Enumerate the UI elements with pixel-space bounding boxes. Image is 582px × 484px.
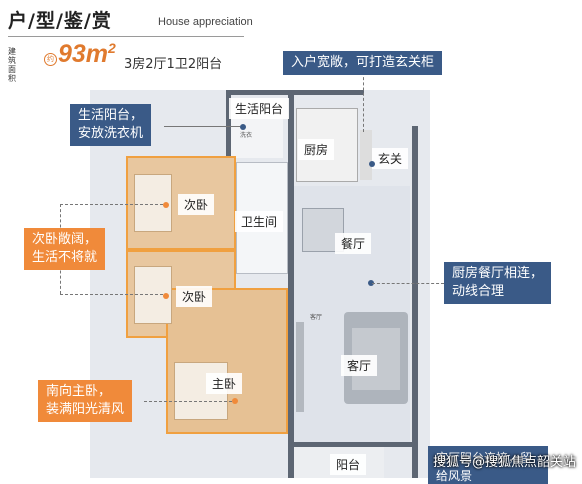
room-label-kitchen: 厨房 — [298, 139, 335, 160]
foyer-cabinet — [360, 130, 372, 180]
room-label-bedroom-2b: 次卧 — [176, 286, 213, 307]
room-label-living-balcony: 生活阳台 — [229, 98, 290, 119]
tv-wall — [296, 322, 304, 412]
living-small-label: 客厅 — [310, 314, 323, 321]
callout-master-bedroom: 南向主卧， 装满阳光清风 — [38, 380, 133, 422]
marker-dot — [163, 293, 169, 299]
callout-second-bedroom: 次卧敞阔， 生活不将就 — [24, 228, 106, 270]
marker-dot — [232, 398, 238, 404]
marker-dot — [369, 161, 375, 167]
wall — [412, 126, 418, 478]
title-divider — [8, 36, 244, 37]
page-title: 户/型/鉴/赏 — [8, 10, 112, 32]
room-label-dining: 餐厅 — [335, 233, 372, 254]
laundry-small-label: 洗衣 — [240, 132, 253, 139]
wall — [288, 90, 294, 478]
area-label: 建筑面积 — [8, 47, 16, 83]
room-label-foyer: 玄关 — [372, 148, 409, 169]
area-value: 93m2 — [58, 40, 116, 68]
marker-dot — [368, 280, 374, 286]
leader-line — [144, 401, 232, 402]
watermark: 搜狐号@搜狐焦点韶关站 — [432, 455, 576, 470]
leader-line — [372, 283, 444, 284]
wall — [288, 442, 418, 447]
marker-dot — [240, 124, 246, 130]
wall — [226, 90, 364, 95]
room-label-balcony: 阳台 — [330, 454, 367, 475]
leader-line — [363, 72, 364, 132]
callout-kitchen-dining: 厨房餐厅相连， 动线合理 — [444, 262, 552, 304]
leader-line — [164, 126, 240, 127]
callout-entrance: 入户宽敞，可打造玄关柜 — [283, 51, 443, 75]
room-label-bathroom: 卫生间 — [235, 211, 284, 232]
room-label-master: 主卧 — [206, 373, 243, 394]
room-label-living: 客厅 — [341, 355, 378, 376]
leader-line — [60, 294, 163, 295]
room-label-bedroom-2a: 次卧 — [178, 194, 215, 215]
callout-laundry-balcony: 生活阳台， 安放洗衣机 — [70, 104, 152, 146]
layout-description: 3房2厅1卫2阳台 — [124, 57, 223, 72]
leader-line — [60, 204, 163, 205]
approx-badge: 约 — [44, 53, 57, 66]
page-subtitle: House appreciation — [158, 16, 253, 28]
wall — [226, 90, 231, 160]
marker-dot — [163, 202, 169, 208]
